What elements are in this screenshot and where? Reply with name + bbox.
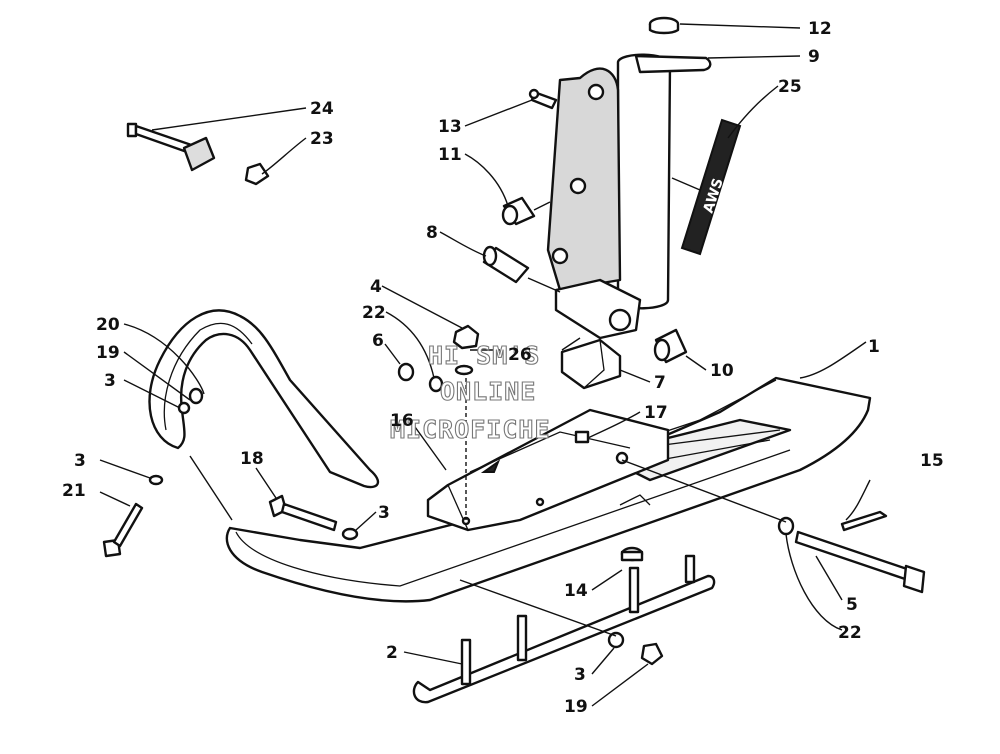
callout-3a: 3: [104, 371, 116, 391]
callout-19b: 19: [564, 697, 588, 717]
leader-lines: [99, 23, 871, 707]
decal-25: AWS: [680, 118, 742, 256]
callout-labels: 12 9 25 24 23 13 11 8 4 22 6 26 10 1 7 2…: [62, 19, 944, 717]
grease-fitting-13: [528, 88, 558, 110]
bolt-24-nut-23: [126, 122, 270, 186]
wear-bar: [412, 554, 716, 704]
callout-3c: 3: [378, 503, 390, 523]
bolt-21: [102, 502, 144, 558]
bushing-11: [501, 196, 536, 226]
damper-block-7: [560, 338, 622, 390]
callout-4: 4: [370, 277, 382, 297]
callout-15: 15: [920, 451, 944, 471]
callout-18: 18: [240, 449, 264, 469]
bushing-8: [482, 245, 530, 284]
callout-20: 20: [96, 315, 120, 335]
callout-10: 10: [710, 361, 734, 381]
watermark-line-3: MICROFICHE: [390, 415, 551, 444]
callout-26: 26: [508, 345, 532, 365]
callout-1: 1: [868, 337, 880, 357]
bolt-5: [794, 530, 926, 594]
callout-5: 5: [846, 595, 858, 615]
callout-8: 8: [426, 223, 438, 243]
callout-11: 11: [438, 145, 462, 165]
watermark: HI SM'S ONLINE MICROFICHE: [389, 340, 551, 444]
callout-3d: 3: [574, 665, 586, 685]
callout-22b: 22: [838, 623, 862, 643]
bushing-10: [653, 328, 688, 364]
callout-12: 12: [808, 19, 832, 39]
ski-loop: [148, 309, 380, 489]
callout-24: 24: [310, 99, 334, 119]
watermark-line-2: ONLINE: [440, 377, 536, 406]
callout-9: 9: [808, 47, 820, 67]
nut-4: [452, 324, 480, 350]
callout-17: 17: [644, 403, 668, 423]
callout-3b: 3: [74, 451, 86, 471]
cap-12: [648, 16, 680, 35]
callout-16: 16: [390, 411, 414, 431]
watermark-line-1: HI SM'S: [428, 341, 540, 370]
callout-13: 13: [438, 117, 462, 137]
callout-19a: 19: [96, 343, 120, 363]
bolt-18: [268, 494, 338, 532]
callout-22a: 22: [362, 303, 386, 323]
spindle: [546, 53, 712, 340]
callout-2: 2: [386, 643, 398, 663]
callout-6: 6: [372, 331, 384, 351]
callout-25: 25: [778, 77, 802, 97]
callout-7: 7: [654, 373, 666, 393]
callout-21: 21: [62, 481, 86, 501]
cotter-pin-15: [840, 510, 888, 532]
callout-14: 14: [564, 581, 588, 601]
callout-23: 23: [310, 129, 334, 149]
